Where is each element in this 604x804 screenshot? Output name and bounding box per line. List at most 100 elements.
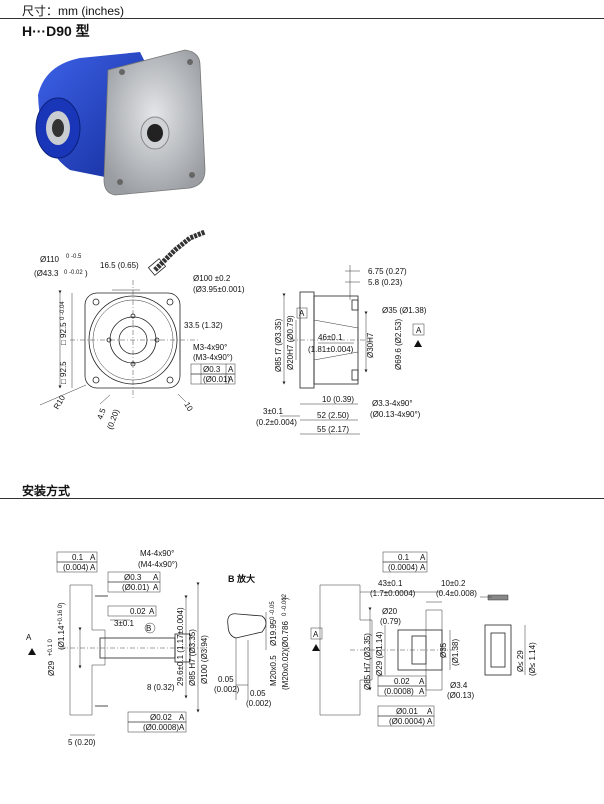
lbl-c0008: (Ø0.0008) (143, 723, 179, 732)
lbl-d114c: (Ø≤ 1.14) (528, 642, 537, 676)
lbl-d20: Ø20 (382, 607, 398, 616)
mounting-view-right (310, 551, 526, 727)
section-header: 安装方式 (0, 480, 604, 499)
dim-d696: Ø69.6 (Ø2.53) (394, 319, 403, 370)
lbl-d29c: Ø≤ 29 (516, 650, 525, 672)
lbl-d43: 43±0.1 (378, 579, 403, 588)
lbl-d10: 10±0.2 (441, 579, 466, 588)
lbl-d1995: Ø19.95 (269, 619, 278, 646)
lbl-ref-a5: A (149, 607, 155, 616)
dim-d110: Ø110 (40, 255, 60, 264)
lbl-d3: 3±0.1 (114, 619, 135, 628)
lbl-d138: (Ø1.38) (451, 639, 460, 666)
header-bar: 尺寸：mm (inches) (0, 0, 604, 19)
lbl-d35: Ø35 (439, 642, 448, 658)
section-title: 安装方式 (22, 484, 71, 498)
front-view (39, 229, 236, 406)
dim-d45: 4.5 (95, 407, 107, 421)
lbl-d005b: 0.05 (250, 689, 266, 698)
front-view-labels: Ø110 0 -0.5 (Ø43.3 0 -0.02 ) 16.5 (0.65)… (34, 254, 245, 431)
lbl-d114-close: ) (57, 602, 66, 605)
lbl-c002: Ø0.02 (150, 713, 172, 722)
dim-d20h7: Ø20H7 (Ø0.79) (286, 315, 295, 370)
lbl-b: B (146, 624, 151, 633)
lbl-d17: (1.7±0.0004) (370, 589, 416, 598)
lbl-d079: (0.79) (380, 617, 401, 626)
lbl-ref-a12: A (427, 707, 433, 716)
lbl-d85h7: Ø85 H7 (Ø3.35) (188, 629, 197, 686)
lbl-d8: 8 (0.32) (147, 683, 175, 692)
lbl-ref-a7: A (179, 723, 185, 732)
lbl-ref-a10: A (419, 677, 425, 686)
lbl-d1995-tol: 0 -0.05 (270, 601, 276, 620)
dim-m3b: (M3-4x90°) (193, 353, 233, 362)
lbl-d100: Ø100 (Ø3.94) (200, 635, 209, 684)
product-photo (35, 49, 206, 196)
lbl-m4b: (M4-4x90°) (138, 560, 178, 569)
dim-d925-b: □ 92.5 (59, 361, 68, 384)
lbl-r0004: (0.0004) (388, 563, 418, 572)
dim-d100: Ø100 ±0.2 (193, 274, 231, 283)
lbl-p03: Ø0.3 (124, 573, 142, 582)
lbl-d296: 29.6±0.1 (1.17±0.004) (176, 607, 185, 686)
lbl-datum-a-left: A (26, 633, 32, 642)
lbl-ref-a8: A (420, 553, 426, 562)
model-title: H···D90 型 (22, 23, 90, 39)
lbl-ref-a13: A (427, 717, 433, 726)
dim-r10: R10 (52, 393, 67, 411)
lbl-ref-a2: A (90, 563, 96, 572)
datum-a-side: A (299, 309, 305, 318)
dim-d02: (0.2±0.004) (256, 418, 297, 427)
dim-d925: □ 92.5 (59, 322, 68, 345)
dim-d10b: 10 (0.39) (322, 395, 354, 404)
dim-d433-close: ) (85, 269, 88, 278)
lbl-f0004: (0.004) (63, 563, 89, 572)
dim-d110-tol: 0 -0.5 (66, 254, 82, 260)
lbl-d0786: (Ø0.786 (281, 621, 290, 650)
dim-d58: 5.8 (0.23) (368, 278, 403, 287)
dim-d433-tol: 0 -0.02 (64, 270, 83, 276)
dim-d46: 46±0.1 (318, 333, 343, 342)
lbl-d29b: Ø29 (Ø1.14) (375, 631, 384, 676)
side-view-labels: 6.75 (0.27) 5.8 (0.23) Ø35 (Ø1.38) Ø85 f… (256, 267, 427, 434)
lbl-d29: Ø29 (47, 660, 56, 676)
datum-a-top: A (416, 326, 422, 335)
lbl-f0008: (0.0008) (384, 687, 414, 696)
lbl-d0786-tol: 0 -0.002 (282, 593, 288, 616)
lbl-d0002: (0.002) (214, 685, 240, 694)
enlarge-label: B 放大 (228, 573, 255, 584)
lbl-f002: 0.02 (130, 607, 146, 616)
lbl-d0786-close: ) (281, 597, 290, 600)
dim-d013: (Ø0.13-4x90°) (370, 410, 421, 419)
dim-d433: (Ø43.3 (34, 269, 59, 278)
lbl-m20: M20x0.5 (269, 655, 278, 686)
dim-d020: (0.20) (105, 408, 121, 431)
dim-d35: Ø35 (Ø1.38) (382, 306, 427, 315)
lbl-d34: Ø3.4 (450, 681, 468, 690)
lbl-d29-tol: +0.1 0 (48, 638, 54, 656)
lbl-p001: (Ø0.01) (122, 583, 149, 592)
dim-d181: (1.81±0.004) (308, 345, 354, 354)
lbl-c00004: (Ø0.0004) (389, 717, 425, 726)
lbl-m20b: (M20x0.02) (281, 649, 290, 690)
lbl-ref-a6: A (179, 713, 185, 722)
lbl-d013: (Ø0.13) (447, 691, 474, 700)
dim-d55: 55 (2.17) (317, 425, 349, 434)
lbl-ref-a9: A (420, 563, 426, 572)
detail-b (227, 612, 267, 700)
lbl-c001: Ø0.01 (396, 707, 418, 716)
dim-d675: 6.75 (0.27) (368, 267, 407, 276)
dim-ref-a2: A (228, 375, 234, 384)
lbl-d04: (0.4±0.008) (436, 589, 477, 598)
lbl-m4: M4-4x90° (140, 549, 174, 558)
lbl-f002b: 0.02 (394, 677, 410, 686)
lbl-f01: 0.1 (72, 553, 84, 562)
dim-d925-tol: 0 -0.04 (60, 301, 66, 320)
dim-pos001: (Ø0.01) (203, 375, 230, 384)
detail-b-labels: B 放大 Ø19.95 0 -0.05 (Ø0.786 0 -0.002 ) M… (214, 573, 290, 708)
lbl-datum-a: A (313, 630, 319, 639)
dim-m3: M3-4x90° (193, 343, 227, 352)
dim-d52: 52 (2.50) (317, 411, 349, 420)
dim-d33: Ø3.3-4x90° (372, 399, 413, 408)
